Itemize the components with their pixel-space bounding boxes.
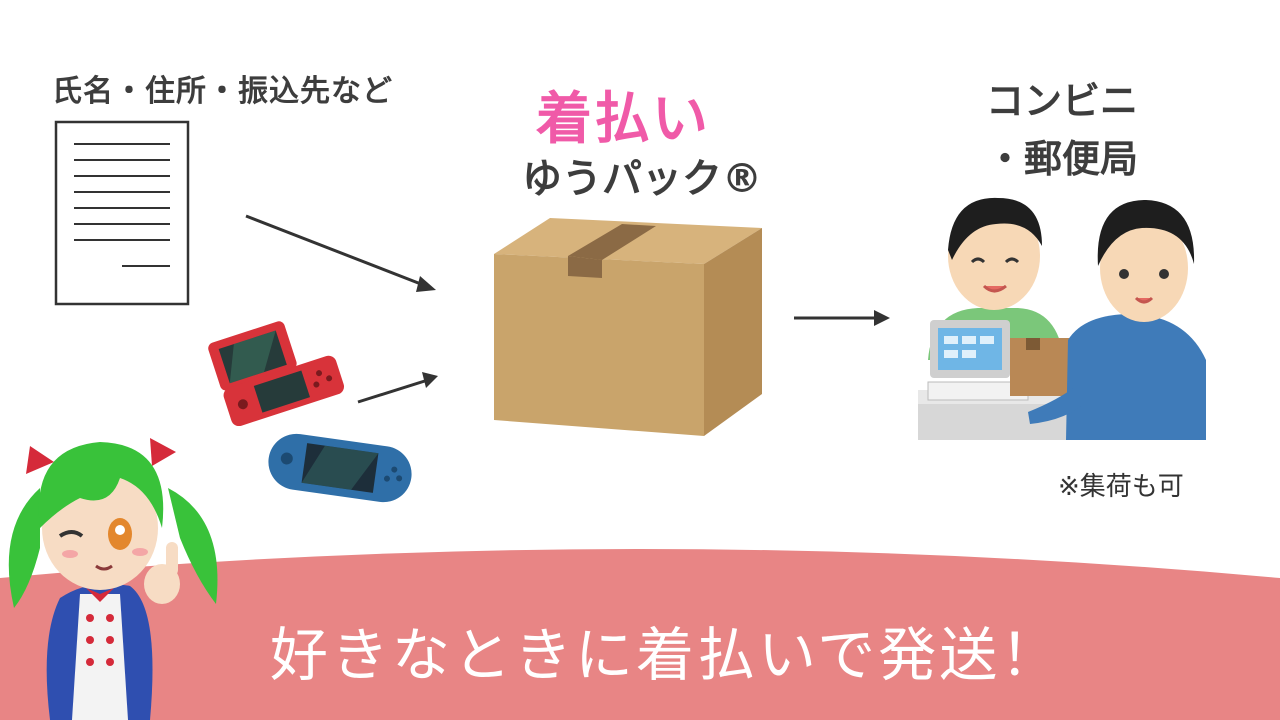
arrow-icon	[794, 310, 890, 326]
handheld-console-red-icon	[208, 321, 345, 426]
bottom-banner	[0, 549, 1280, 720]
arrow-icon	[245, 214, 436, 292]
document-icon	[54, 120, 190, 306]
destination-label-line2: ・郵便局	[986, 137, 1139, 181]
store-clerk-customer-icon	[918, 197, 1206, 440]
destination-label-line1: コンビニ	[986, 79, 1139, 123]
mascot-character-icon	[8, 438, 218, 720]
page-title: 着払い	[536, 87, 710, 152]
subtitle: ゆうパック®	[522, 156, 762, 202]
cardboard-box-icon	[494, 218, 762, 436]
document-label: 氏名・住所・振込先など	[52, 74, 393, 109]
handheld-console-blue-icon	[268, 433, 412, 503]
pickup-note: ※集荷も可	[1058, 472, 1184, 502]
banner-text: 好きなときに着払いで発送！	[270, 621, 1062, 689]
arrow-icon	[357, 372, 438, 404]
